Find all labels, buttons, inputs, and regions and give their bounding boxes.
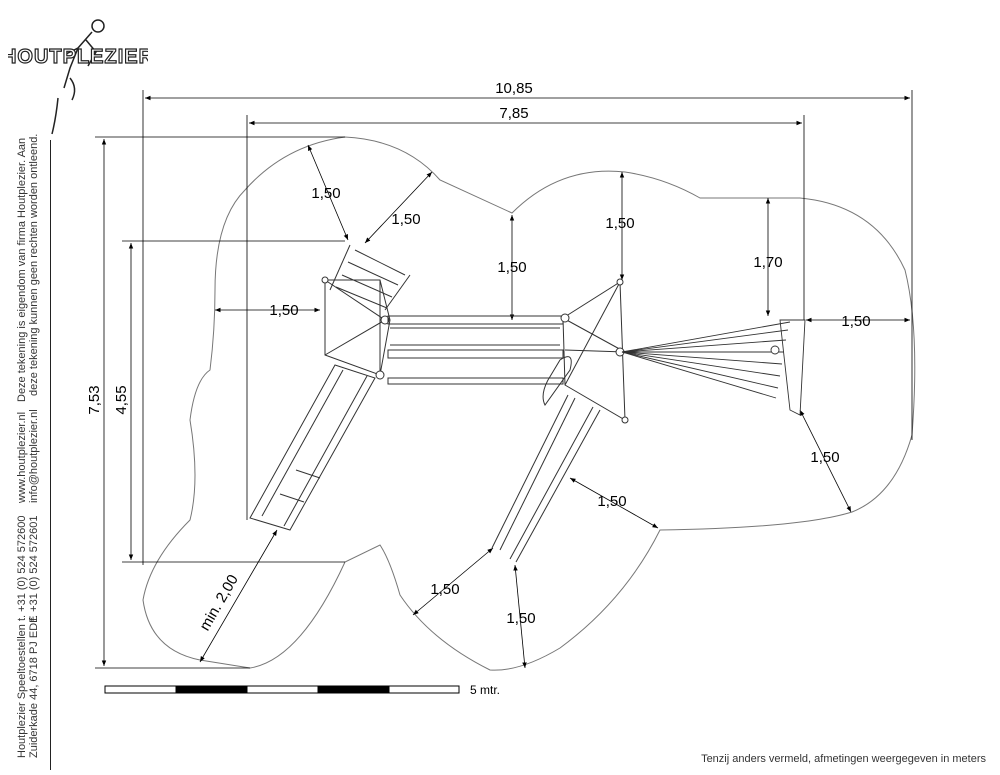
label-inner-width: 7,85 — [499, 105, 528, 122]
swing-height-label: 1,70 — [753, 254, 782, 271]
scale-label: 5 mtr. — [470, 683, 501, 697]
clearance-label-4: 1,50 — [605, 215, 634, 232]
clearance-label-3: 1,50 — [497, 259, 526, 276]
clearance-label-1: 1,50 — [311, 185, 340, 202]
dimension-overall-width — [142, 90, 913, 565]
clearance-label-5: 1,50 — [269, 302, 298, 319]
dimension-inner-width — [246, 115, 805, 520]
label-overall-depth: 7,53 — [86, 385, 103, 414]
units-footnote: Tenzij anders vermeld, afmetingen weerge… — [701, 753, 986, 765]
right-slide — [491, 394, 601, 563]
clearance-label-8: 1,50 — [597, 493, 626, 510]
houtplezier-logo: HOUTPLEZIER — [8, 19, 148, 135]
rope-net — [621, 319, 806, 416]
left-tower — [321, 276, 391, 380]
clearance-label-9: 1,50 — [430, 581, 459, 598]
climber-figure-icon — [51, 19, 105, 135]
steering-wheel — [542, 356, 572, 406]
label-inner-depth: 4,55 — [113, 385, 130, 414]
clearance-label-2: 1,50 — [391, 211, 420, 228]
clearance-label-6: 1,50 — [841, 313, 870, 330]
clearance-label-7: 1,50 — [810, 449, 839, 466]
dimension-inner-depth — [122, 240, 345, 563]
logo-text: HOUTPLEZIER — [8, 46, 148, 68]
clearance-label-10: 1,50 — [506, 610, 535, 627]
ladder — [329, 244, 411, 311]
right-tower — [560, 278, 629, 424]
dimension-overall-depth — [95, 136, 345, 669]
left-slide — [249, 364, 376, 531]
scale-bar — [104, 685, 460, 694]
slide-min-label: min. 2,00 — [196, 572, 242, 634]
sidebar-divider — [50, 140, 51, 770]
label-overall-width: 10,85 — [495, 80, 533, 97]
clearance-arrows — [199, 144, 910, 669]
safety-zone-outline — [142, 136, 916, 671]
bridge — [387, 315, 564, 385]
